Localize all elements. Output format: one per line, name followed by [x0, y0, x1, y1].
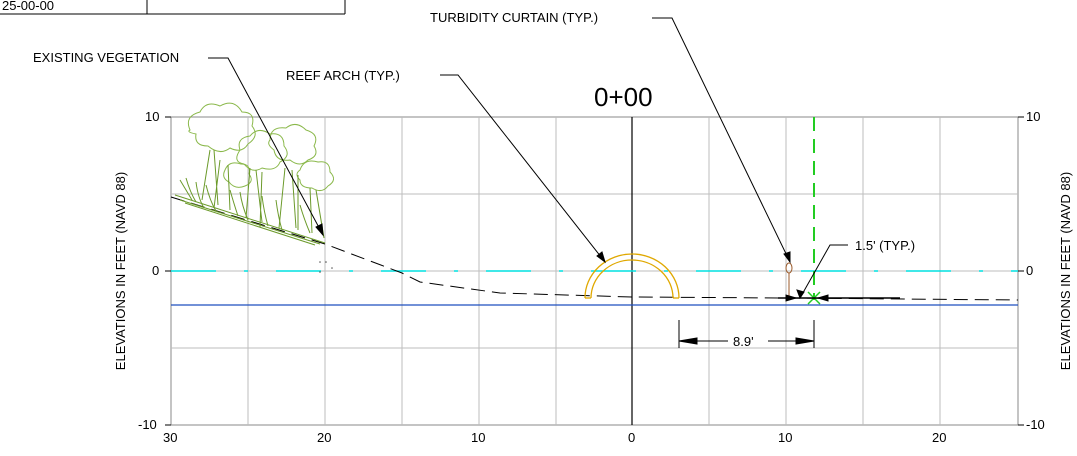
y-tick-right-0: 0: [1026, 263, 1033, 278]
frame-ticks: [165, 116, 1024, 426]
y-tick-left-neg10: -10: [138, 417, 157, 432]
offset-typ-label: 1.5' (TYP.): [855, 238, 915, 253]
y-tick-right-10: 10: [1026, 109, 1040, 124]
y-tick-left-0: 0: [152, 263, 159, 278]
existing-vegetation-label: EXISTING VEGETATION: [33, 50, 179, 65]
x-tick-30: 30: [163, 430, 177, 445]
y-axis-title-left: ELEVATIONS IN FEET (NAVD 88): [113, 172, 128, 370]
turbidity-curtain-label: TURBIDITY CURTAIN (TYP.): [430, 10, 598, 25]
dimension-8-9: [678, 320, 815, 348]
vegetation-leader: [208, 57, 324, 237]
ground-dots: [319, 261, 333, 273]
x-tick-10-right: 10: [778, 430, 792, 445]
x-tick-0: 0: [628, 430, 635, 445]
reef-arch-leader: [440, 74, 606, 264]
reef-arch-label: REEF ARCH (TYP.): [286, 68, 400, 83]
reef-arch-structure: [584, 253, 680, 299]
turbidity-curtain-leader: [652, 17, 791, 264]
x-tick-20-right: 20: [932, 430, 946, 445]
x-tick-20: 20: [317, 430, 331, 445]
title-block-cell-label: 25-00-00: [2, 0, 54, 13]
y-axis-title-right: ELEVATIONS IN FEET (NAVD 88): [1058, 172, 1073, 370]
x-tick-10-left: 10: [471, 430, 485, 445]
station-label: 0+00: [594, 82, 653, 112]
dimension-value: 8.9': [733, 334, 754, 349]
existing-ground-profile: [170, 196, 1019, 301]
y-tick-right-neg10: -10: [1026, 417, 1045, 432]
offset-callout-leaders: [780, 244, 850, 302]
title-block-fragment: 25-00-00: [0, 0, 346, 15]
turbidity-curtain: [785, 262, 793, 296]
y-tick-left-10: 10: [145, 109, 159, 124]
mangrove-vegetation: [174, 102, 334, 246]
